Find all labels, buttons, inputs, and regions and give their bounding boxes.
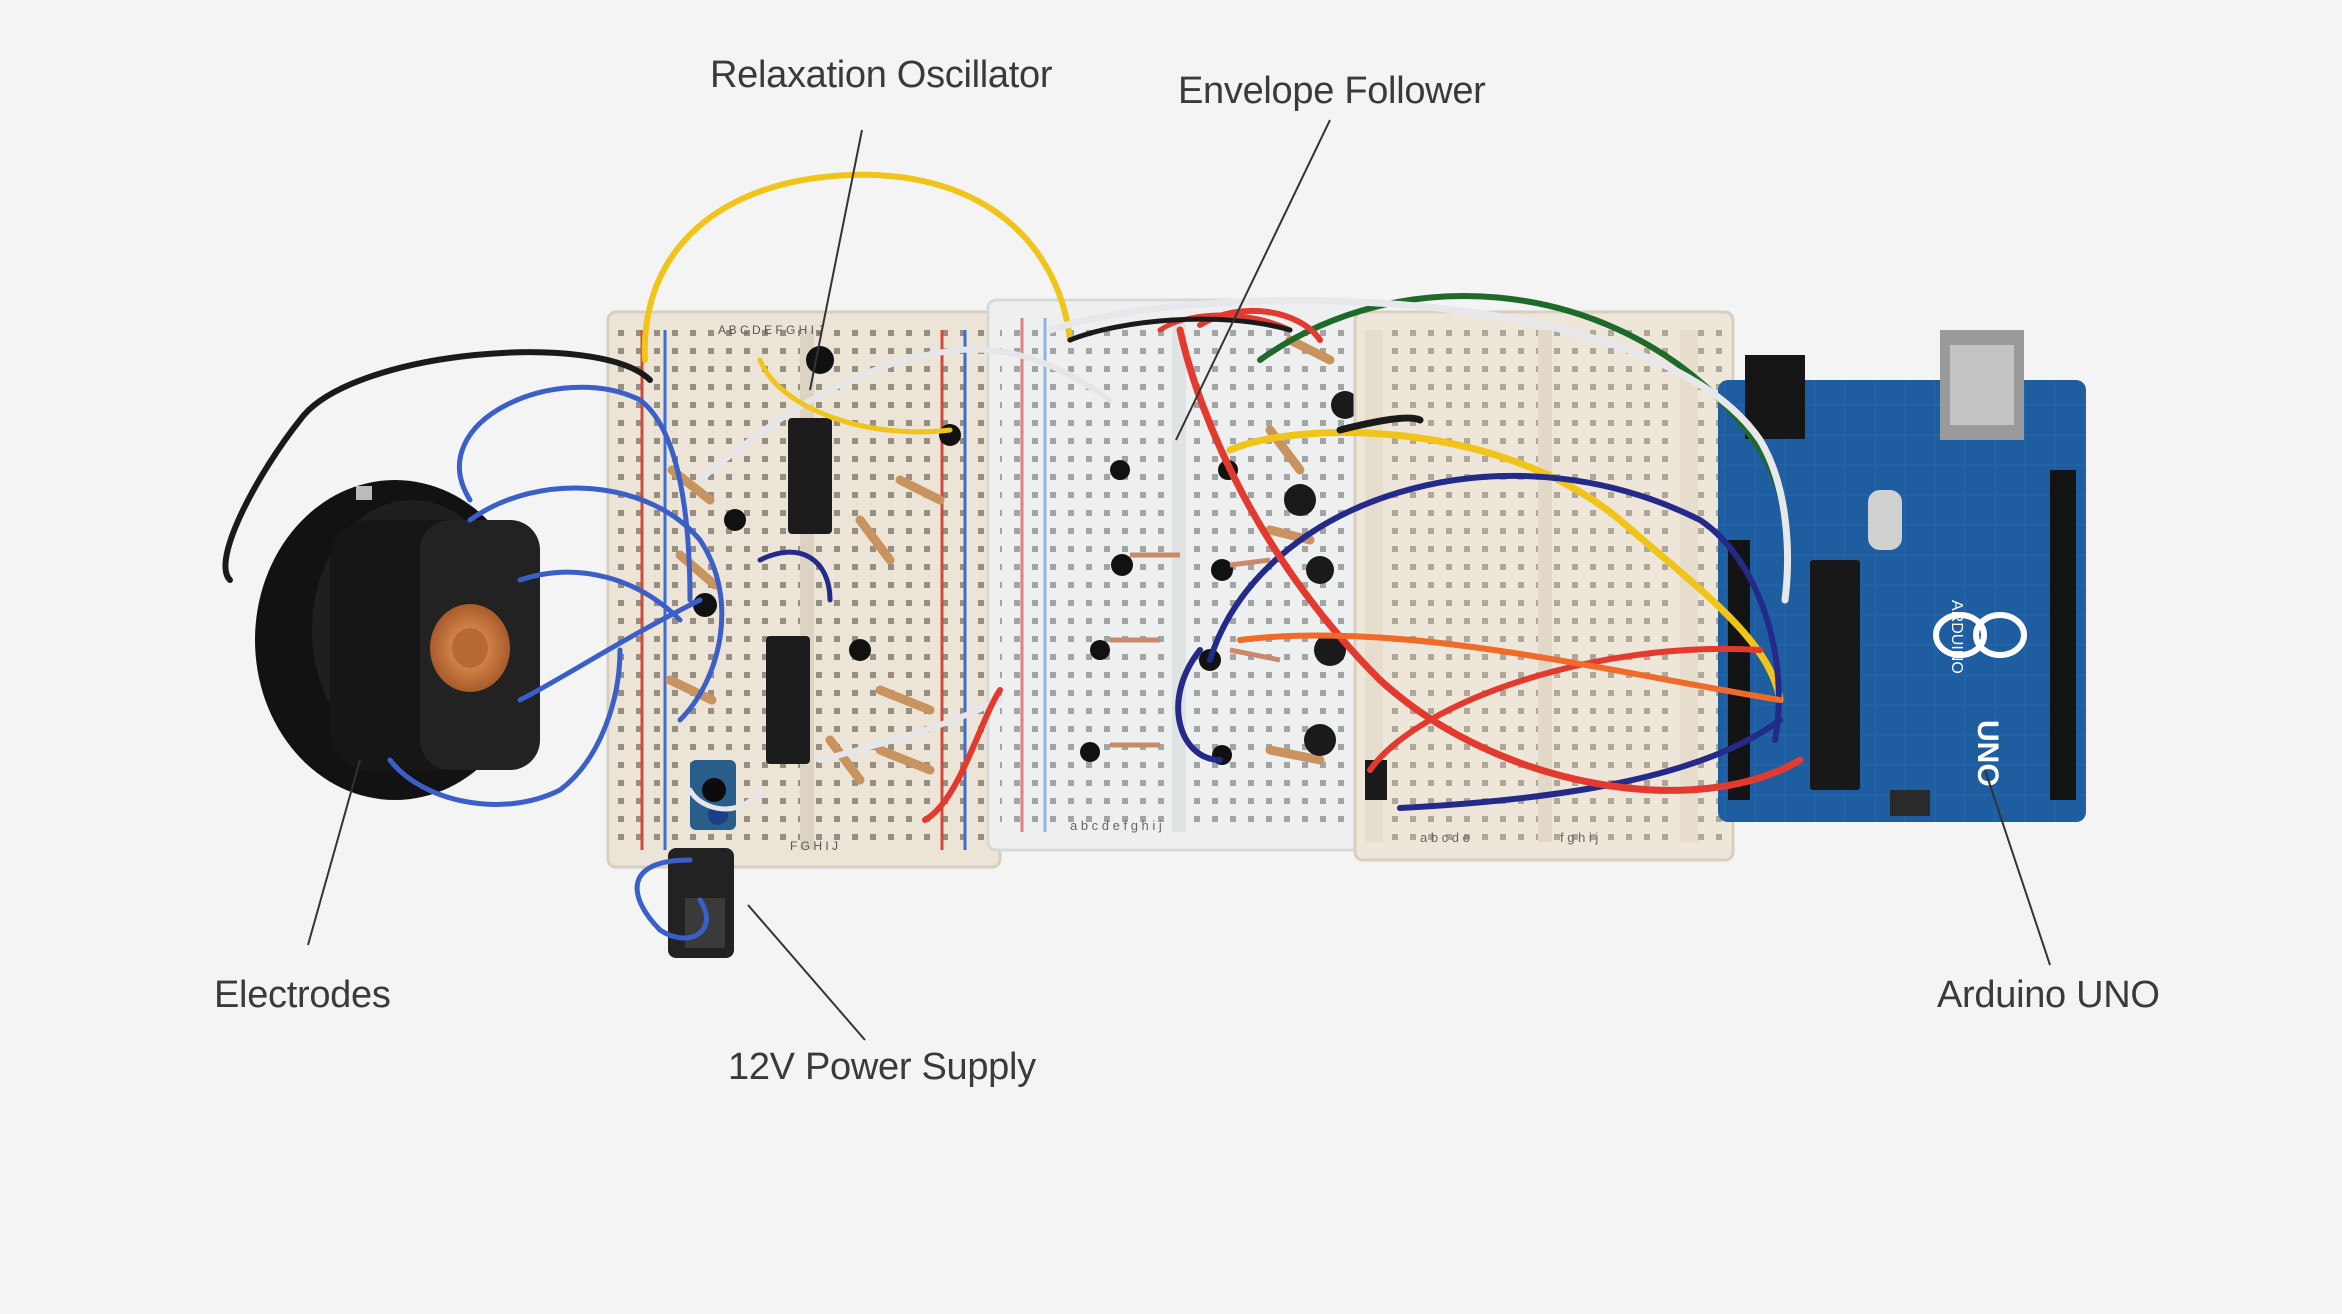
leader-lines — [307, 119, 2051, 1041]
arduino-name-print: ARDUINO — [1948, 600, 1965, 674]
leader-electrodes — [307, 759, 361, 946]
row-letters: A B C D E F G H I J — [718, 323, 823, 337]
breadboard-right: a b c d e f g h i j — [1353, 310, 1735, 862]
row-letters-bottom: a b c d e f g h i j — [1070, 818, 1162, 833]
breadboard-middle: a b c d e f g h i j — [986, 298, 1372, 852]
electrode-cylinder — [255, 480, 540, 800]
label-arduino-uno: Arduino UNO — [1937, 974, 2160, 1016]
label-relaxation-oscillator: Relaxation Oscillator — [710, 54, 1053, 96]
label-envelope-follower: Envelope Follower — [1178, 70, 1486, 112]
leader-relaxation-oscillator — [809, 129, 863, 391]
leader-envelope-follower — [1175, 119, 1331, 441]
svg-text:a b c d e: a b c d e — [1420, 830, 1470, 845]
breadboard-left: A B C D E F G H I J F G H I J — [606, 310, 1002, 869]
svg-text:f g h i j: f g h i j — [1560, 830, 1598, 845]
arduino-board: UNO ARDUINO — [1718, 330, 2086, 822]
label-electrodes: Electrodes — [214, 974, 391, 1016]
label-power-supply: 12V Power Supply — [728, 1046, 1036, 1088]
svg-text:F G H I J: F G H I J — [790, 839, 838, 853]
leader-power-supply — [747, 904, 866, 1041]
jumper-wires — [222, 171, 1804, 941]
leader-arduino — [1984, 769, 2051, 966]
arduino-logo — [1933, 612, 2027, 658]
